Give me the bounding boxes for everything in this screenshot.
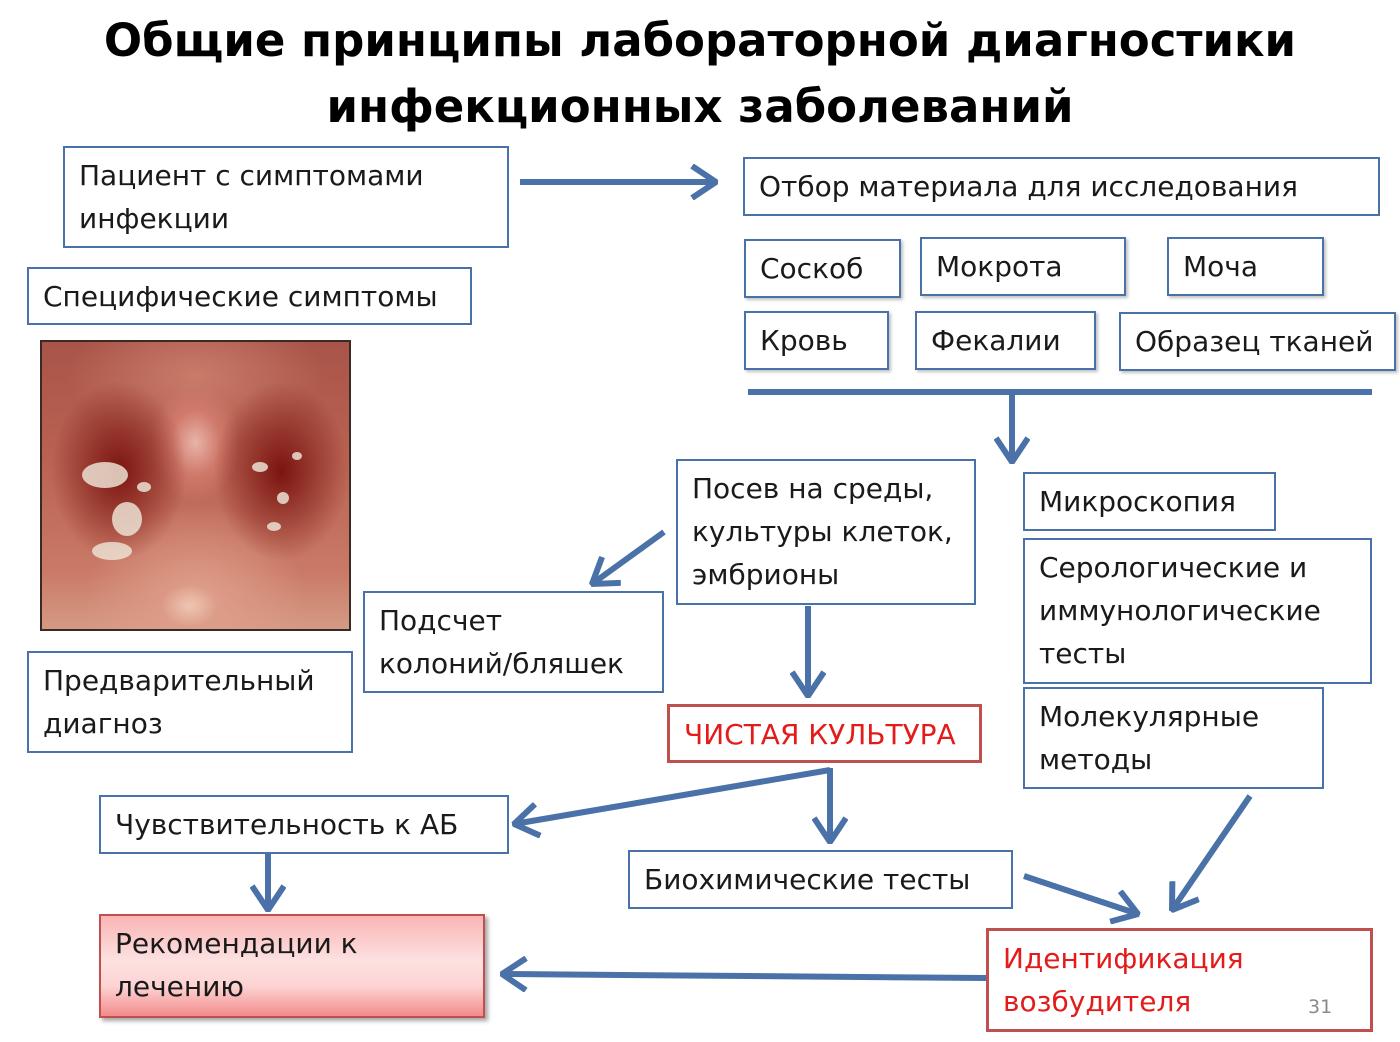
- box-material-selection: Отбор материала для исследования: [743, 157, 1380, 216]
- box-patient-symptoms: Пациент с симптомами инфекции: [63, 146, 509, 248]
- sample-tissue: Образец тканей: [1119, 312, 1396, 371]
- slide-number: 31: [1308, 996, 1333, 1018]
- box-treatment-recommendations: Рекомендации к лечению: [99, 914, 485, 1018]
- box-molecular-line-2: методы: [1039, 743, 1153, 776]
- slide-title-line-1: Общие принципы лабораторной диагностики: [103, 14, 1297, 67]
- box-colony-count: Подсчет колоний/бляшек: [363, 591, 664, 693]
- box-culture-line-1: Посев на среды,: [692, 472, 934, 505]
- sample-urine: Моча: [1167, 237, 1324, 296]
- box-colony-line-1: Подсчет: [379, 604, 503, 637]
- box-recommendations-line-1: Рекомендации к: [115, 927, 358, 960]
- arrow-culture-to-colony-count: [592, 529, 666, 584]
- box-culture-line-3: эмбрионы: [692, 558, 840, 591]
- sample-sputum: Мокрота: [920, 237, 1126, 296]
- box-patient-line-1: Пациент с симптомами: [79, 159, 424, 192]
- slide-title-line-2: инфекционных заболеваний: [326, 80, 1074, 133]
- box-identification-line-1: Идентификация: [1003, 942, 1244, 975]
- box-serology-line-2: иммунологические: [1039, 594, 1321, 627]
- box-culture-inoculation: Посев на среды, культуры клеток, эмбрион…: [676, 459, 976, 605]
- box-pathogen-identification: Идентификация возбудителя: [986, 928, 1373, 1032]
- box-preliminary-diagnosis: Предварительный диагноз: [27, 651, 353, 753]
- arrow-molecular-to-identification: [1172, 794, 1253, 910]
- arrow-biochemical-to-identification: [1023, 873, 1138, 914]
- box-molecular-methods: Молекулярные методы: [1023, 687, 1324, 789]
- sample-scraping: Соскоб: [744, 239, 901, 298]
- sample-feces: Фекалии: [915, 311, 1096, 370]
- box-pure-culture: ЧИСТАЯ КУЛЬТУРА: [667, 704, 982, 763]
- box-specific-symptoms: Специфические симптомы: [27, 267, 472, 325]
- box-culture-line-2: культуры клеток,: [692, 515, 953, 548]
- throat-photo: [40, 340, 351, 631]
- arrow-pure-culture-to-sensitivity: [514, 767, 831, 824]
- box-molecular-line-1: Молекулярные: [1039, 700, 1260, 733]
- box-recommendations-line-2: лечению: [115, 970, 244, 1003]
- box-patient-line-2: инфекции: [79, 202, 230, 235]
- box-serology-line-1: Серологические и: [1039, 551, 1308, 584]
- box-serology: Серологические и иммунологические тесты: [1023, 538, 1372, 684]
- box-identification-line-2: возбудителя: [1003, 985, 1192, 1018]
- slide-title: Общие принципы лабораторной диагностики …: [0, 8, 1400, 140]
- sample-blood: Кровь: [744, 311, 889, 370]
- box-microscopy: Микроскопия: [1023, 472, 1276, 531]
- box-serology-line-3: тесты: [1039, 637, 1127, 670]
- box-antibiotic-sensitivity: Чувствительность к АБ: [99, 795, 509, 854]
- box-preliminary-line-2: диагноз: [43, 707, 163, 740]
- box-biochemical-tests: Биохимические тесты: [628, 850, 1013, 909]
- box-preliminary-line-1: Предварительный: [43, 664, 315, 697]
- arrow-identification-to-recommendations: [502, 974, 987, 978]
- box-colony-line-2: колоний/бляшек: [379, 647, 624, 680]
